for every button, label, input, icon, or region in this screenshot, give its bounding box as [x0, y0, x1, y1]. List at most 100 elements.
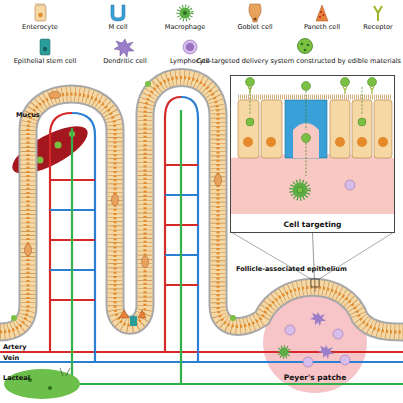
particle [55, 142, 62, 149]
nucleus [253, 17, 256, 20]
nucleus [335, 137, 345, 147]
enterocyte-icon [35, 3, 46, 21]
pointer [60, 368, 63, 376]
artery-line [0, 351, 403, 353]
lymphocyte [333, 329, 343, 339]
macrophage-spikes [291, 181, 309, 199]
enterocyte [374, 100, 392, 158]
particle [11, 315, 17, 321]
dendritic-cell [318, 345, 334, 359]
particle [37, 157, 44, 164]
legend-label: Paneth cell [304, 24, 340, 31]
paneth-cell [138, 310, 146, 318]
particle [302, 134, 311, 143]
nucleus [183, 11, 187, 15]
dendritic-cell [310, 312, 326, 326]
granule [323, 14, 325, 16]
m-cell-pocket [293, 123, 319, 158]
granule [320, 11, 322, 13]
epithelium-particles [11, 81, 236, 321]
legend-label: Cell-targeted delivery system constructe… [197, 58, 401, 65]
patch-cells [279, 312, 351, 367]
particle [246, 118, 254, 126]
lacteal-line [70, 383, 403, 385]
m-cell-icon [111, 5, 125, 21]
cell-row [0, 78, 403, 333]
lymphocyte [303, 357, 313, 367]
nucleus [266, 137, 276, 147]
particle [246, 78, 255, 87]
cell-body [35, 5, 46, 21]
goblet-cells [25, 92, 222, 269]
nucleus [186, 43, 194, 51]
particle [302, 82, 311, 91]
lacteal [71, 128, 73, 384]
nucleus [243, 137, 253, 147]
particle [230, 315, 236, 321]
macrophage [280, 348, 289, 357]
cell-body [316, 5, 328, 21]
goblet-cell [142, 256, 149, 268]
legend-label: Macrophage [165, 24, 206, 31]
dot [48, 386, 52, 390]
uptake-path [250, 87, 362, 176]
legend-label: M cell [108, 24, 127, 31]
text-label: Vein [3, 355, 19, 362]
text-label: Follicle-associated epithelium [236, 266, 347, 273]
zoom-connector [313, 233, 316, 292]
spikes [178, 6, 192, 20]
receptor [248, 87, 374, 94]
enterocyte [238, 100, 259, 158]
dot [307, 44, 310, 47]
macrophage [293, 183, 308, 198]
dot [304, 49, 307, 52]
particle [297, 187, 303, 193]
text-label: Artery [3, 344, 27, 351]
node-label: Peyer's patche [262, 374, 368, 382]
paneth-cell [119, 310, 129, 318]
epithelium [0, 78, 403, 333]
particle [145, 81, 151, 87]
lymphocyte [285, 325, 295, 335]
legend-label: Receptor [363, 24, 393, 31]
legend-label: Enterocyte [22, 24, 58, 31]
lacteal-blob [4, 368, 80, 399]
lymphocyte [340, 355, 350, 365]
dendritic-cell-icon [114, 39, 134, 57]
goblet-cell-icon [249, 4, 261, 22]
text-label: Lacteal [3, 375, 30, 382]
stem-cell-icon [40, 39, 50, 55]
cell-body [183, 40, 197, 54]
goblet-cell [215, 174, 222, 186]
brush-border [36, 3, 44, 5]
goblet-cell [49, 92, 61, 99]
nucleus [357, 137, 367, 147]
node-label: Cell targeting [231, 221, 394, 229]
vein [72, 113, 95, 362]
lacteal [180, 110, 182, 384]
dot [301, 43, 304, 46]
pointer [66, 368, 70, 376]
granule [319, 16, 321, 18]
cell-borders [0, 78, 403, 333]
cell-body [249, 4, 261, 22]
enterocyte [261, 100, 282, 158]
mucus-layer [0, 78, 403, 333]
crypt-cells [119, 310, 146, 326]
paneth-cell-icon [316, 5, 328, 21]
legend-label: Goblet cell [237, 24, 272, 31]
legend-label: Dendritic cell [103, 58, 147, 65]
artery [50, 113, 72, 352]
nucleus [378, 137, 388, 147]
receptor-icon [374, 6, 382, 21]
nucleus [43, 47, 47, 51]
legend-label: Epithelial stem cell [14, 58, 77, 65]
macrophage-spikes [279, 347, 290, 358]
vein [181, 97, 198, 362]
lamina [231, 154, 394, 214]
lymphocyte [345, 180, 355, 190]
particle [368, 78, 377, 87]
particle [341, 78, 350, 87]
